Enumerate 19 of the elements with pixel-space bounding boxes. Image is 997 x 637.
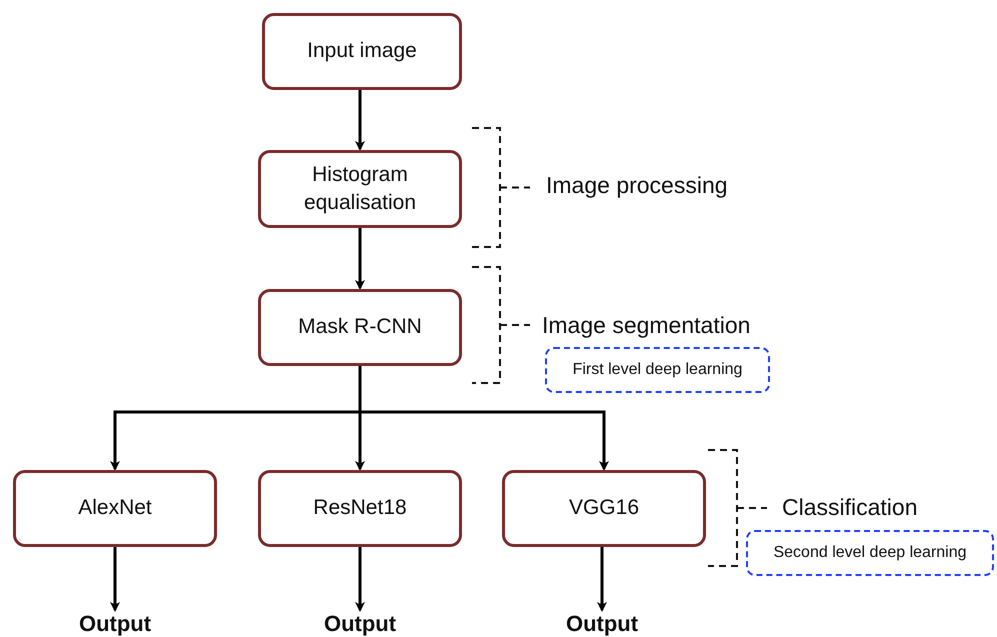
stage-label: Classification [782,494,918,521]
process-box: Input image [262,13,462,90]
process-box: ResNet18 [258,470,462,547]
process-box: Histogram equalisation [258,150,462,228]
stage-label: Image processing [546,172,728,199]
output-text: Output [65,611,165,637]
arrow [355,90,365,151]
arrow [355,228,365,290]
arrow [110,547,120,612]
note-box: First level deep learning [545,347,770,393]
process-box: AlexNet [13,470,217,547]
arrow [355,547,365,612]
arrow [597,547,607,612]
process-box: Mask R-CNN [258,289,462,366]
note-box: Second level deep learning [746,530,994,576]
output-text: Output [310,611,410,637]
output-text: Output [552,611,652,637]
stage-label: Image segmentation [542,312,750,339]
process-box: VGG16 [502,470,706,547]
